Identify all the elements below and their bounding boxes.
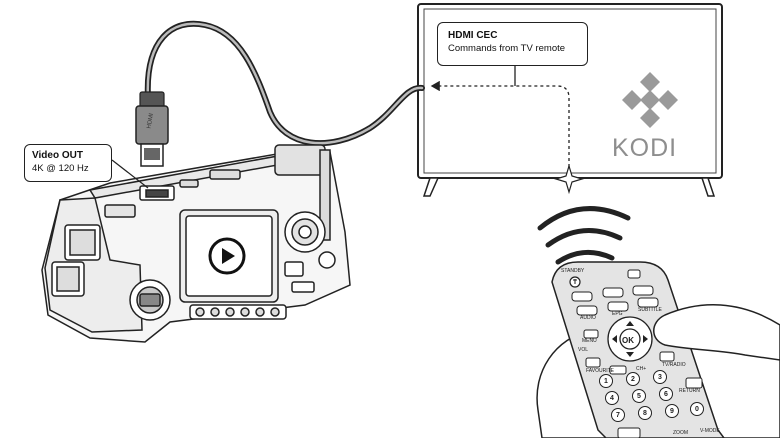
remote-label-favourite: FAVOURITE xyxy=(586,368,614,374)
ir-sparkle-icon xyxy=(553,163,585,195)
kodi-logo-icon xyxy=(622,72,678,128)
cec-path xyxy=(430,66,570,173)
remote-label-audio: AUDIO xyxy=(580,315,596,321)
play-icon xyxy=(208,237,246,275)
remote-digit: 3 xyxy=(658,374,662,381)
remote-digit: 9 xyxy=(670,408,674,415)
remote-label-epg: EPG xyxy=(612,311,623,317)
kodi-logo-text: KODI xyxy=(612,134,678,162)
remote-digit: 2 xyxy=(631,376,635,383)
remote-control xyxy=(551,261,725,438)
video-out-callout: Video OUT 4K @ 120 Hz xyxy=(24,144,112,182)
thumb xyxy=(653,304,780,361)
remote-label-vmode: V-MODE xyxy=(700,428,720,434)
remote-digit: 5 xyxy=(637,393,641,400)
remote-label-ok: OK xyxy=(622,336,634,345)
video-out-spec: 4K @ 120 Hz xyxy=(32,163,89,174)
remote-digit: 0 xyxy=(695,406,699,413)
remote-digit: 1 xyxy=(604,378,608,385)
remote-label-tvradio: TV/RADIO xyxy=(662,362,686,368)
video-out-leader xyxy=(111,159,149,189)
video-out-title: Video OUT xyxy=(32,150,83,161)
hdmi-cec-desc: Commands from TV remote xyxy=(448,43,566,54)
remote-label-zoom: ZOOM xyxy=(673,430,688,436)
remote-digit: 6 xyxy=(664,391,668,398)
remote-digit: 8 xyxy=(643,410,647,417)
ir-signal-icon xyxy=(537,206,631,265)
remote-label-menu: MENU xyxy=(582,338,597,344)
remote-label-ch: CH+ xyxy=(636,366,647,372)
remote-label-subtitle: SUBTITLE xyxy=(638,307,662,313)
hdmi-cec-title: HDMI CEC xyxy=(448,30,498,41)
remote-label-vol: VOL xyxy=(578,347,589,353)
hdmi-cec-callout: HDMI CEC Commands from TV remote xyxy=(437,22,588,66)
remote-digit: 4 xyxy=(610,395,614,402)
remote-digit: 7 xyxy=(616,412,620,419)
remote-label-standby: STANDBY xyxy=(561,268,585,274)
remote-label-return: RETURN xyxy=(679,388,700,394)
hdmi-cable xyxy=(135,20,425,167)
media-player-device xyxy=(41,144,351,343)
